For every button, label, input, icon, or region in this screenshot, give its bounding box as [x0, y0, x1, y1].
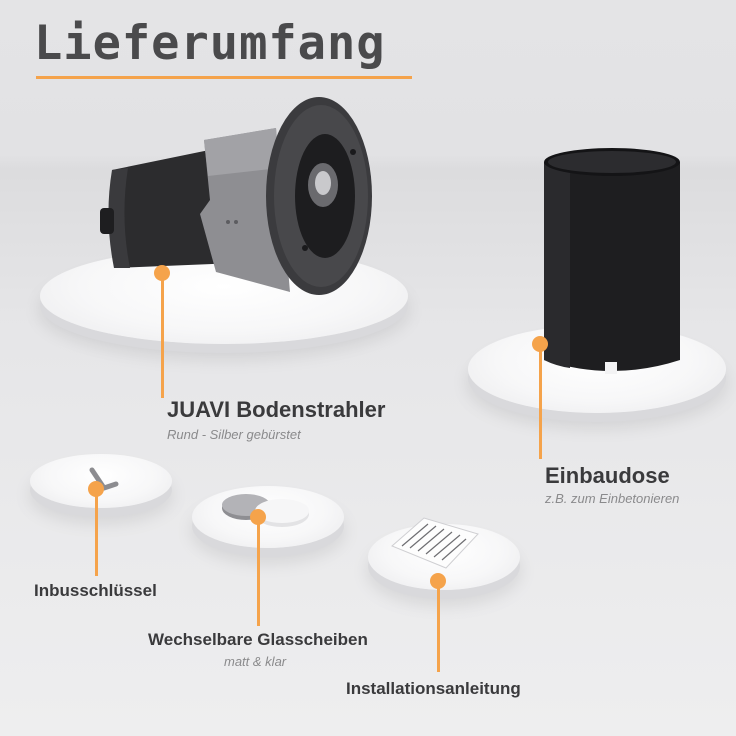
sub-glass: matt & klar: [224, 654, 287, 669]
page-title: Lieferumfang: [34, 16, 386, 71]
callout-line-sleeve: [539, 347, 542, 459]
label-allen-key: Inbusschlüssel: [34, 581, 157, 600]
callout-line-allen-key: [95, 492, 98, 576]
label-sleeve: Einbaudose: [545, 463, 670, 488]
callout-dot-sleeve: [532, 336, 548, 352]
label-instructions: Installationsanleitung: [346, 679, 521, 698]
callout-dot-glass: [250, 509, 266, 525]
sub-sleeve: z.B. zum Einbetonieren: [545, 491, 680, 506]
title-underline: [36, 76, 412, 79]
callout-line-glass: [257, 520, 260, 626]
sub-spotlight: Rund - Silber gebürstet: [167, 427, 301, 442]
label-glass: Wechselbare Glasscheiben: [148, 630, 368, 649]
callout-dot-allen-key: [88, 481, 104, 497]
callout-dot-spotlight: [154, 265, 170, 281]
callout-line-instructions: [437, 584, 440, 672]
label-spotlight: JUAVI Bodenstrahler: [167, 397, 386, 422]
callout-line-spotlight: [161, 276, 164, 398]
callout-dot-instructions: [430, 573, 446, 589]
